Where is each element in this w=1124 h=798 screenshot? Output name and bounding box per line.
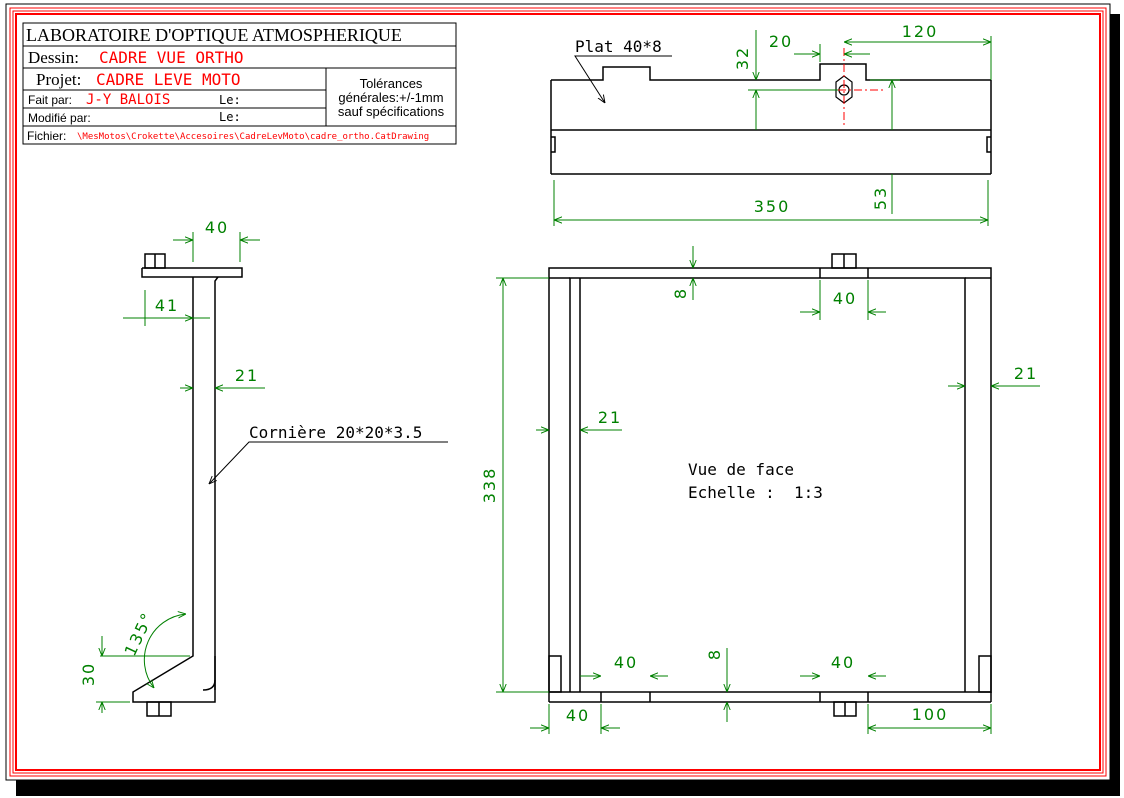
dim-front-40-bottom: 40 <box>566 706 590 725</box>
dim-side-30: 30 <box>79 662 98 686</box>
fichier-value: \MesMotos\Crokette\Accesoires\CadreLevMo… <box>77 132 429 142</box>
top-view-outline <box>550 63 992 175</box>
dim-front-40-bottom-right: 40 <box>831 653 855 672</box>
le-label-1: Le: <box>219 93 241 107</box>
dim-side-40: 40 <box>205 218 229 237</box>
top-view-dims <box>553 30 992 226</box>
sheet-paper <box>5 3 1111 781</box>
dim-front-40-bottom-left: 40 <box>614 653 638 672</box>
tolerances-line-2: générales:+/-1mm <box>338 90 443 105</box>
dessin-label: Dessin: <box>28 48 79 67</box>
fait-value: J-Y BALOIS <box>86 92 170 108</box>
dim-front-100: 100 <box>912 705 949 724</box>
fait-label: Fait par: <box>28 93 72 107</box>
corniere-leader <box>209 441 448 484</box>
projet-label: Projet: <box>36 70 81 89</box>
plat-label: Plat 40*8 <box>575 37 662 56</box>
front-view-outline <box>548 253 992 717</box>
corniere-label: Cornière 20*20*3.5 <box>249 423 422 442</box>
fichier-label: Fichier: <box>27 129 66 143</box>
dim-53: 53 <box>871 186 890 210</box>
border-middle <box>12 10 1104 774</box>
dim-front-8-top: 8 <box>671 287 690 299</box>
dim-20: 20 <box>769 32 793 51</box>
dim-front-21-left: 21 <box>598 408 622 427</box>
title-block <box>22 22 457 145</box>
lab-title: LABORATOIRE D'OPTIQUE ATMOSPHERIQUE <box>26 25 402 45</box>
le-label-2: Le: <box>219 110 241 124</box>
dim-32: 32 <box>733 46 752 70</box>
tolerances-line-1: Tolérances <box>360 76 423 91</box>
dim-front-8-bottom: 8 <box>705 648 724 660</box>
side-view-dims <box>96 232 265 713</box>
dim-front-338: 338 <box>480 467 499 504</box>
front-view-scale: Echelle : 1:3 <box>688 483 823 502</box>
modifie-label: Modifié par: <box>28 111 91 125</box>
front-view-dims <box>496 246 1040 734</box>
dim-side-41: 41 <box>155 296 179 315</box>
border-outer <box>9 7 1107 777</box>
dim-350: 350 <box>754 197 791 216</box>
dim-front-40-top: 40 <box>833 289 857 308</box>
dim-side-21: 21 <box>235 366 259 385</box>
front-view-label: Vue de face <box>688 460 794 479</box>
plat-leader <box>574 55 672 103</box>
dim-front-21-right: 21 <box>1014 364 1038 383</box>
dessin-value: CADRE VUE ORTHO <box>99 48 244 67</box>
border-inner <box>15 13 1101 771</box>
dim-120: 120 <box>902 22 939 41</box>
side-view-outline <box>132 253 243 717</box>
tolerances-line-3: sauf spécifications <box>338 104 445 119</box>
projet-value: CADRE LEVE MOTO <box>96 70 241 89</box>
